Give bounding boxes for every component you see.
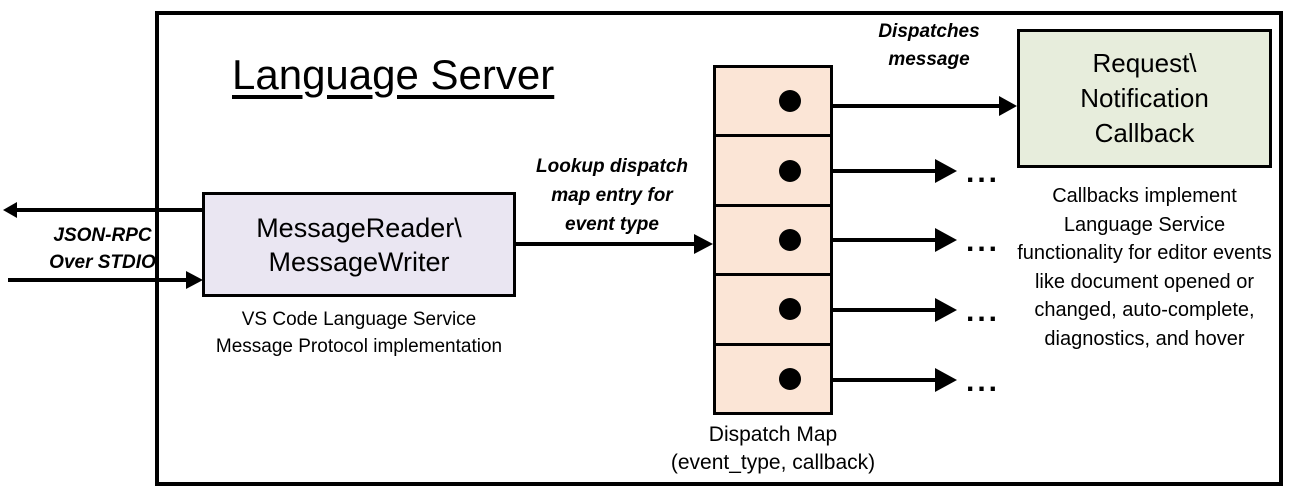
- callback-box-line3: Callback: [1094, 118, 1195, 148]
- message-rw-caption-line1: VS Code Language Service: [241, 309, 477, 330]
- lookup-dispatch-label: Lookup dispatch map entry for event type: [516, 152, 708, 239]
- jsonrpc-label-line1: JSON-RPC: [53, 225, 152, 246]
- lookup-label-line2: map entry for: [551, 185, 673, 206]
- callback-caption: Callbacks implement Language Service fun…: [1017, 185, 1272, 350]
- dispatch-map-caption-line1: Dispatch Map: [708, 423, 838, 446]
- dispatch-map-caption: Dispatch Map (event_type, callback): [648, 421, 898, 477]
- language-server-boundary: [155, 11, 1283, 486]
- callback-box-line1: Request\: [1092, 48, 1197, 78]
- ellipsis-row-4: ...: [966, 295, 1001, 328]
- dispatch-map-row-3[interactable]: [716, 207, 830, 277]
- message-rw-line1: MessageReader\: [256, 212, 462, 243]
- ellipsis-row-2: ...: [966, 156, 1001, 189]
- message-rw-caption-line2: Message Protocol implementation: [215, 336, 503, 357]
- dispatch-map-caption-line2: (event_type, callback): [670, 451, 876, 474]
- dispatch-map-row-1[interactable]: [716, 68, 830, 138]
- dispatches-label-line2: message: [888, 49, 970, 70]
- callback-dot-icon: [779, 159, 801, 182]
- message-reader-writer-caption: VS Code Language Service Message Protoco…: [202, 306, 516, 360]
- jsonrpc-label-line2: Over STDIO: [49, 252, 156, 273]
- callback-dot-icon: [779, 367, 801, 390]
- callback-dot-icon: [779, 90, 801, 113]
- dispatch-map-row-5[interactable]: [716, 346, 830, 412]
- dispatches-message-label: Dispatches message: [836, 18, 1022, 74]
- lookup-label-line3: event type: [565, 214, 659, 235]
- dispatch-map-row-4[interactable]: [716, 276, 830, 346]
- page-title: Language Server: [232, 51, 555, 98]
- callback-dot-icon: [779, 298, 801, 321]
- message-reader-writer-box[interactable]: MessageReader\ MessageWriter: [202, 192, 516, 297]
- callback-dot-icon: [779, 229, 801, 252]
- jsonrpc-transport-label: JSON-RPC Over STDIO: [30, 222, 175, 276]
- dispatch-map-row-2[interactable]: [716, 137, 830, 207]
- dispatches-label-line1: Dispatches: [878, 21, 980, 42]
- message-rw-line2: MessageWriter: [268, 246, 450, 277]
- callback-box-line2: Notification: [1080, 83, 1209, 113]
- lookup-label-line1: Lookup dispatch: [536, 156, 688, 177]
- request-notification-callback-box[interactable]: Request\ Notification Callback: [1017, 29, 1272, 168]
- ellipsis-row-3: ...: [966, 225, 1001, 258]
- dispatch-map-table[interactable]: [713, 65, 833, 415]
- ellipsis-row-5: ...: [966, 365, 1001, 398]
